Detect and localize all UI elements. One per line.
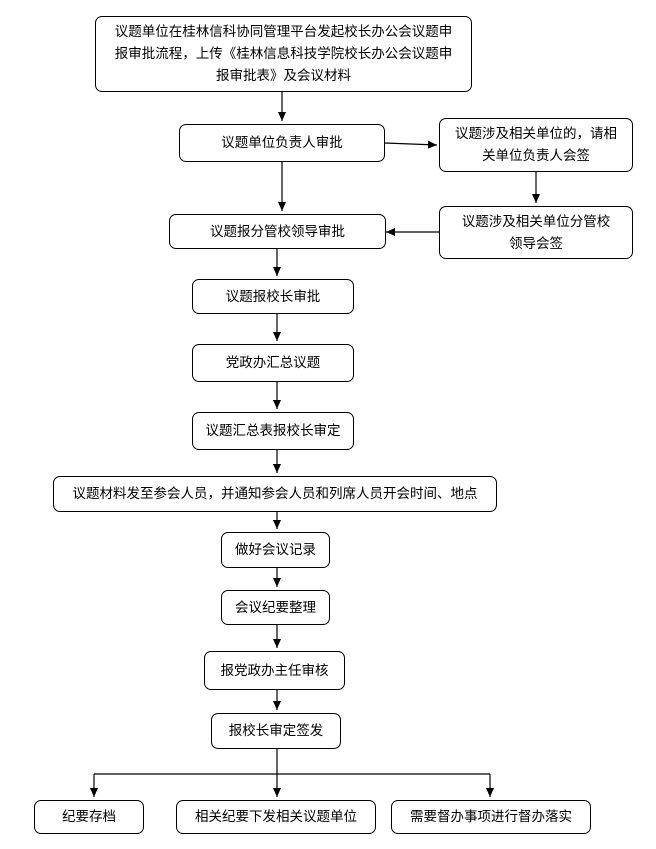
node-director: 报党政办主任审核 xyxy=(204,651,345,690)
node-office-summary-label: 党政办汇总议题 xyxy=(225,355,321,371)
node-distribute-label: 相关纪要下发相关议题单位 xyxy=(195,809,357,825)
node-unit-head: 议题单位负责人审批 xyxy=(179,124,385,162)
node-start-line-1: 议题单位在桂林信科协同管理平台发起校长办公会议题申 xyxy=(114,24,453,40)
node-leader-label: 议题报分管校领导审批 xyxy=(210,223,345,240)
node-related-head-line-2: 关单位负责人会签 xyxy=(482,148,590,164)
node-sign-label: 报校长审定签发 xyxy=(228,723,324,739)
node-supervise: 需要督办事项进行督办落实 xyxy=(391,800,591,834)
node-archive-label: 纪要存档 xyxy=(62,809,116,825)
node-president-label: 议题报校长审批 xyxy=(225,288,321,305)
node-related-leader-line-1: 议题涉及相关单位分管校 xyxy=(461,213,611,230)
node-minutes-label: 会议纪要整理 xyxy=(235,599,316,616)
node-related-leader: 议题涉及相关单位分管校 领导会签 xyxy=(439,206,633,259)
node-record: 做好会议记录 xyxy=(221,532,330,568)
node-distribute: 相关纪要下发相关议题单位 xyxy=(176,800,376,834)
node-summary-review: 议题汇总表报校长审定 xyxy=(192,412,354,450)
node-director-label: 报党政办主任审核 xyxy=(220,662,329,679)
node-supervise-label: 需要督办事项进行督办落实 xyxy=(410,809,572,825)
node-president: 议题报校长审批 xyxy=(192,279,354,314)
node-summary-review-label: 议题汇总表报校长审定 xyxy=(205,423,341,439)
node-archive: 纪要存档 xyxy=(34,800,144,834)
node-notify: 议题材料发至参会人员，并通知参会人员和列席人员开会时间、地点 xyxy=(53,476,497,512)
node-leader: 议题报分管校领导审批 xyxy=(169,214,386,249)
node-minutes: 会议纪要整理 xyxy=(221,590,330,625)
node-related-head-line-1: 议题涉及相关单位的，请相 xyxy=(455,126,617,142)
node-office-summary: 党政办汇总议题 xyxy=(192,344,354,382)
node-start-line-2: 报审批流程，上传《桂林信息科技学院校长办公会议题申 xyxy=(114,46,453,62)
node-start: 议题单位在桂林信科协同管理平台发起校长办公会议题申 报审批流程，上传《桂林信息科… xyxy=(95,16,472,92)
node-related-head: 议题涉及相关单位的，请相 关单位负责人会签 xyxy=(439,118,633,172)
node-sign: 报校长审定签发 xyxy=(211,713,341,749)
node-record-label: 做好会议记录 xyxy=(235,542,316,558)
node-notify-label: 议题材料发至参会人员，并通知参会人员和列席人员开会时间、地点 xyxy=(72,486,478,502)
node-related-leader-line-2: 领导会签 xyxy=(509,235,563,252)
arrow-unit-head-to-related-head xyxy=(384,140,438,149)
node-start-line-3: 报审批表》及会议材料 xyxy=(216,68,351,84)
node-unit-head-label: 议题单位负责人审批 xyxy=(221,135,343,151)
